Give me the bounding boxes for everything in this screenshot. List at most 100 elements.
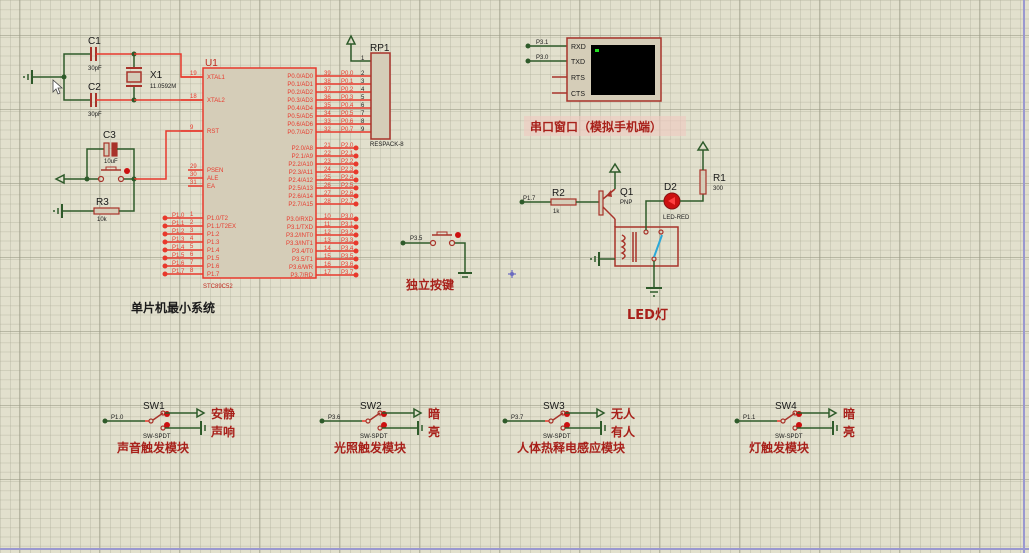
net-label: P2.7 <box>341 199 354 205</box>
resistor-r2[interactable]: R2 1k <box>550 188 577 215</box>
net-terminal[interactable] <box>353 153 359 159</box>
net-label: P2.4 <box>341 175 354 181</box>
crystal-x1[interactable]: X1 11.0592M <box>126 51 176 103</box>
pin-number: 6 <box>190 252 194 258</box>
net-terminal[interactable] <box>353 272 359 278</box>
net-terminal[interactable] <box>162 239 168 245</box>
switch-part: SW-SPDT <box>775 434 803 440</box>
net-terminal[interactable] <box>162 215 168 221</box>
net-terminal[interactable] <box>353 256 359 262</box>
pin-name: P3.7/RD <box>290 273 313 279</box>
r2-net: P1.7 <box>523 196 536 202</box>
capacitor-c1[interactable]: C1 30pF <box>79 36 134 72</box>
net-terminal[interactable] <box>353 185 359 191</box>
net-terminal[interactable] <box>162 255 168 261</box>
net-terminal[interactable] <box>353 224 359 230</box>
pin-number: 17 <box>324 270 331 276</box>
terminal-screen[interactable] <box>591 45 655 95</box>
net-terminal[interactable] <box>353 145 359 151</box>
net-terminal[interactable] <box>353 193 359 199</box>
net-terminal[interactable] <box>353 216 359 222</box>
switch-bottom-label: 亮 <box>843 424 855 439</box>
switch-top-label: 安静 <box>211 406 235 421</box>
net-label: P1.3 <box>172 237 185 243</box>
relay[interactable] <box>614 226 679 267</box>
mcu-pin-p1.3[interactable]: 4P1.3P1.3 <box>162 236 221 246</box>
rp1-pin-number: 7 <box>361 111 365 117</box>
net-terminal[interactable] <box>353 161 359 167</box>
net-label: P1.1 <box>172 221 185 227</box>
resistor-r3[interactable]: R3 10k <box>93 197 120 223</box>
net-terminal[interactable] <box>353 248 359 254</box>
net-terminal[interactable] <box>162 223 168 229</box>
net-terminal[interactable] <box>353 232 359 238</box>
mcu-pin-p1.6[interactable]: 7P1.6P1.6 <box>162 260 221 270</box>
capacitor-c2[interactable]: C2 30pF <box>79 82 134 118</box>
net-terminal[interactable] <box>353 240 359 246</box>
mcu-pin-p1.5[interactable]: 6P1.5P1.5 <box>162 252 221 262</box>
pin-number: 25 <box>324 175 331 181</box>
net-terminal[interactable] <box>162 247 168 253</box>
led-d2[interactable]: D2 LED-RED <box>663 182 690 221</box>
net-terminal[interactable] <box>353 177 359 183</box>
c1-ref: C1 <box>88 36 101 47</box>
pin-name: P2.1/A9 <box>292 154 314 160</box>
net-terminal[interactable] <box>353 201 359 207</box>
capacitor-c3[interactable]: C3 10uF <box>103 130 118 165</box>
mcu-pin-p1.7[interactable]: 8P1.7P1.7 <box>162 268 221 278</box>
virtual-terminal[interactable]: P3.1 P3.0 RXD TXD RTS CTS <box>525 37 662 102</box>
transistor-q1[interactable]: Q1 PNP <box>598 187 634 220</box>
independent-button[interactable]: P3.5 <box>400 231 473 278</box>
reset-button[interactable] <box>97 166 131 183</box>
net-terminal[interactable] <box>162 271 168 277</box>
net-terminal[interactable] <box>162 231 168 237</box>
net-terminal[interactable] <box>162 263 168 269</box>
net-terminal[interactable] <box>353 169 359 175</box>
net-label: P1.5 <box>172 253 185 259</box>
mcu-pin-p1.4[interactable]: 5P1.4P1.4 <box>162 244 221 254</box>
mcu-u1[interactable]: U1 STC89C52 19XTAL118XTAL29RST29PSEN30AL… <box>162 58 372 290</box>
terminal-cursor <box>595 49 599 52</box>
mcu-pin-p1.2[interactable]: 3P1.2P1.2 <box>162 228 221 238</box>
resistor-r1[interactable]: R1 300 <box>699 169 726 195</box>
net-terminal[interactable] <box>353 264 359 270</box>
